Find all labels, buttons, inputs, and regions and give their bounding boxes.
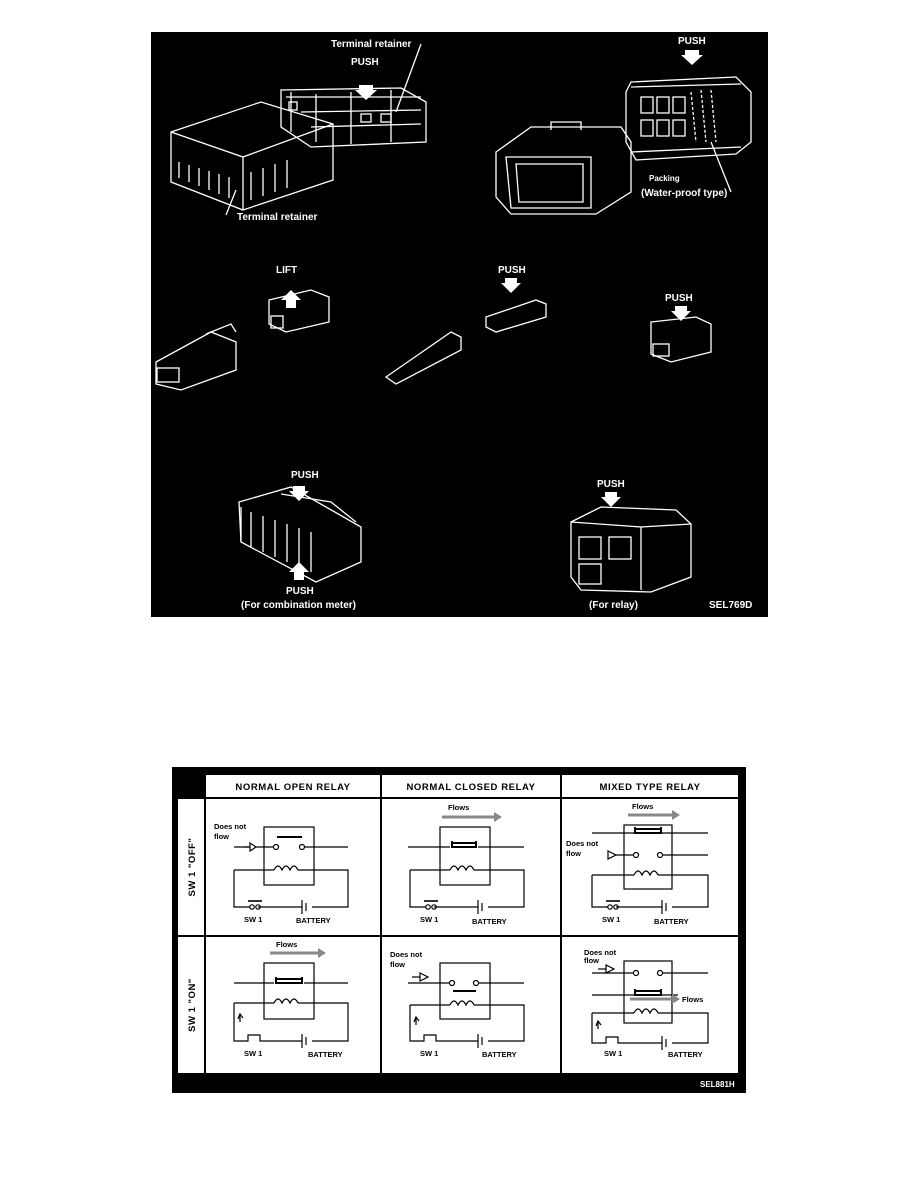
- sw1-label: SW 1: [602, 915, 620, 924]
- row-header-cell: [178, 937, 204, 1073]
- sw1-label: SW 1: [604, 1049, 622, 1058]
- row-header-sw1-off: SW 1 "OFF": [187, 838, 198, 897]
- flows-label: Flows: [632, 802, 653, 811]
- flows-label: Flows: [276, 940, 297, 949]
- push-label: PUSH: [498, 265, 526, 276]
- does-not-label: Does not: [566, 839, 599, 848]
- column-header-cell: [562, 775, 738, 797]
- battery-label: BATTERY: [296, 916, 331, 925]
- connector-release-diagram: Terminal retainer PUSH PUSH Packing (Wat…: [151, 32, 768, 617]
- flows-label: Flows: [682, 995, 703, 1004]
- sw1-label: SW 1: [244, 1049, 262, 1058]
- figure-code: SEL881H: [700, 1080, 735, 1089]
- terminal-retainer-label: Terminal retainer: [237, 212, 318, 223]
- does-not-label: Does not: [390, 950, 423, 959]
- flows-label: Flows: [448, 803, 469, 812]
- terminal-retainer-label: Terminal retainer: [331, 39, 412, 50]
- flow-label: flow: [214, 832, 229, 841]
- sw1-label: SW 1: [244, 915, 262, 924]
- relay-caption: (For relay): [589, 600, 638, 611]
- push-label: PUSH: [665, 293, 693, 304]
- battery-label: BATTERY: [668, 1050, 703, 1059]
- column-header-cell: [206, 775, 380, 797]
- battery-label: BATTERY: [308, 1050, 343, 1059]
- water-proof-label: (Water-proof type): [641, 188, 727, 199]
- flow-label: flow: [566, 849, 581, 858]
- relay-circuit-normal-closed-on: [408, 962, 525, 1048]
- waterproof-connector-illustration: [495, 76, 752, 215]
- relay-circuit-normal-open-off: [233, 826, 349, 914]
- push-label: PUSH: [597, 479, 625, 490]
- does-not-label: Does not: [584, 948, 617, 957]
- column-header-normal-closed: NORMAL CLOSED RELAY: [406, 782, 535, 793]
- push-label: PUSH: [678, 36, 706, 47]
- diagram-cell: [562, 937, 738, 1073]
- diagram-cell: [206, 937, 380, 1073]
- small-connector-illustrations: [155, 289, 712, 391]
- packing-label: Packing: [649, 174, 680, 183]
- battery-label: BATTERY: [472, 917, 507, 926]
- push-label: PUSH: [286, 586, 314, 597]
- relay-circuit-mixed-on: [591, 960, 709, 1050]
- relay-connector-illustration: [570, 506, 692, 593]
- column-header-cell: [382, 775, 560, 797]
- row-header-sw1-on: SW 1 "ON": [187, 978, 198, 1032]
- row-header-cell: [178, 799, 204, 935]
- sw1-label: SW 1: [420, 1049, 438, 1058]
- relay-circuit-mixed-off: [591, 810, 709, 914]
- does-not-label: Does not: [214, 822, 247, 831]
- push-label: PUSH: [351, 57, 379, 68]
- relay-circuit-normal-closed-off: [408, 812, 525, 914]
- diagram-cell: [382, 799, 560, 935]
- column-header-mixed: MIXED TYPE RELAY: [599, 782, 700, 793]
- figure-code: SEL769D: [709, 600, 752, 611]
- lift-label: LIFT: [276, 265, 297, 276]
- flow-label: flow: [584, 956, 599, 965]
- battery-label: BATTERY: [654, 917, 689, 926]
- push-label: PUSH: [291, 470, 319, 481]
- battery-label: BATTERY: [482, 1050, 517, 1059]
- sw1-label: SW 1: [420, 915, 438, 924]
- relay-circuit-normal-open-on: [233, 948, 349, 1048]
- relay-types-diagram: NORMAL OPEN RELAY NORMAL CLOSED RELAY MI…: [172, 767, 746, 1093]
- multi-pin-connector-illustration: [170, 87, 427, 211]
- diagram-cell: [206, 799, 380, 935]
- diagram-cell: [562, 799, 738, 935]
- flow-label: flow: [390, 960, 405, 969]
- column-header-normal-open: NORMAL OPEN RELAY: [235, 782, 350, 793]
- combination-meter-caption: (For combination meter): [241, 600, 356, 611]
